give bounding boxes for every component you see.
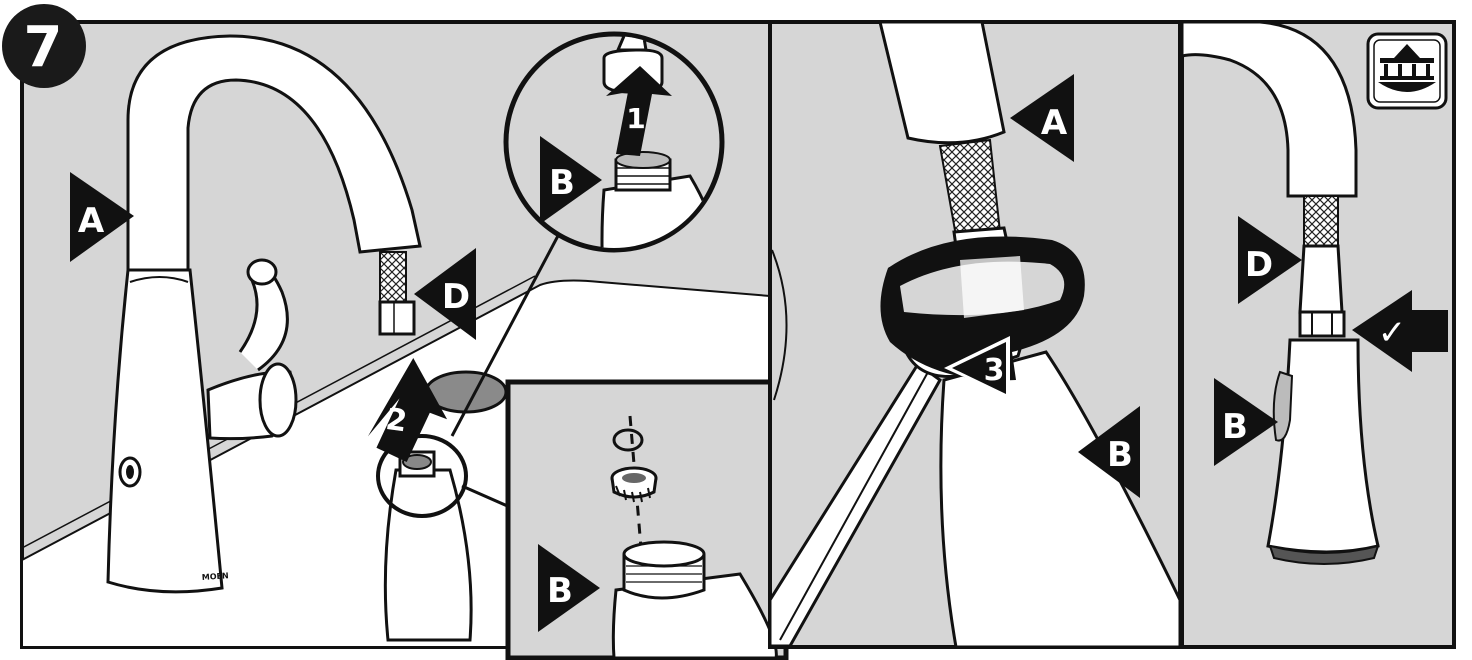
spray-head-panel2 bbox=[939, 350, 1180, 647]
hose-nut bbox=[378, 300, 416, 336]
step-number: 7 bbox=[24, 15, 63, 80]
callout-b-inset: B bbox=[538, 544, 600, 632]
panel-2: 3 A B bbox=[768, 20, 1182, 649]
hose-braid-panel3 bbox=[1303, 195, 1339, 247]
panel-3: D B ✓ bbox=[1180, 20, 1456, 649]
svg-text:1: 1 bbox=[626, 102, 645, 135]
magnify-circle bbox=[376, 434, 468, 518]
step-number-badge: 7 bbox=[2, 4, 86, 88]
o-ring bbox=[612, 428, 644, 452]
callout-b-zoom: B bbox=[540, 136, 602, 224]
svg-text:D: D bbox=[1245, 245, 1273, 285]
rotation-band bbox=[880, 236, 1085, 381]
faucet-body bbox=[106, 268, 224, 594]
callout-b-panel3: B bbox=[1214, 378, 1278, 466]
svg-text:B: B bbox=[1107, 435, 1133, 475]
aerator-screen bbox=[610, 466, 658, 503]
check-arrow: ✓ bbox=[1352, 290, 1448, 372]
callout-a-panel2: A bbox=[1010, 74, 1074, 162]
callout-b-panel2: B bbox=[1078, 406, 1140, 498]
svg-text:A: A bbox=[78, 201, 105, 241]
spout-end-panel2 bbox=[878, 22, 1006, 145]
hose-braid bbox=[379, 251, 407, 303]
faucet-spout bbox=[126, 34, 422, 282]
arrow-step-3: 3 bbox=[944, 336, 1010, 398]
brand-mark: MOEN bbox=[202, 571, 229, 582]
svg-text:B: B bbox=[549, 163, 575, 203]
callout-d-panel1: D bbox=[414, 248, 476, 340]
arrow-step-1: 1 bbox=[606, 66, 672, 156]
svg-text:3: 3 bbox=[984, 353, 1005, 388]
zoom-detail-top: 1 B bbox=[503, 31, 725, 253]
svg-text:B: B bbox=[1222, 407, 1248, 447]
arrow-step-2: 2 bbox=[367, 357, 448, 463]
svg-text:2: 2 bbox=[384, 402, 410, 440]
callout-a-panel1: A bbox=[70, 172, 134, 262]
inset-detail-bottom: B bbox=[505, 379, 789, 660]
spout-panel3 bbox=[1182, 22, 1358, 198]
svg-text:A: A bbox=[1041, 103, 1068, 143]
dishwasher-rack-icon bbox=[1366, 32, 1448, 110]
svg-text:B: B bbox=[547, 571, 573, 611]
check-mark-icon: ✓ bbox=[1378, 313, 1407, 353]
svg-text:D: D bbox=[442, 277, 470, 317]
callout-d-panel3: D bbox=[1238, 216, 1302, 304]
